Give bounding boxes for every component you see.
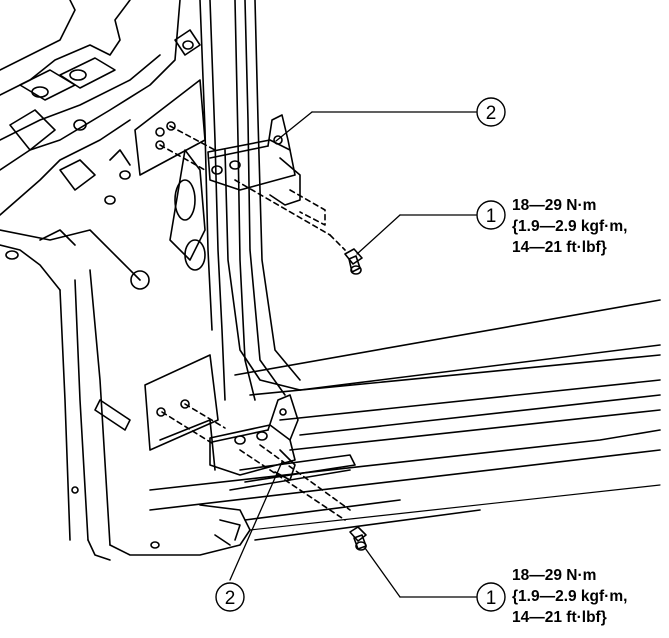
upper-body-structure (0, 0, 201, 291)
callout-lower-hinge: 2 (215, 582, 245, 612)
callout-upper-bolt-number: 1 (486, 206, 497, 227)
torque-spec-upper-ftlbf: 14—21 ft·lbf} (512, 239, 607, 256)
torque-spec-lower-ftlbf: 14—21 ft·lbf} (512, 609, 607, 626)
upper-hinge (207, 114, 346, 251)
a-pillar (59, 0, 301, 546)
torque-spec-upper-nm: 18—29 N·m (512, 197, 597, 214)
callout-upper-hinge: 2 (476, 97, 506, 127)
upper-mounting-holes (155, 121, 216, 171)
lower-bolt (349, 526, 367, 551)
callout-lower-bolt: 1 (476, 582, 506, 612)
leader-lower-bolt-tip (364, 547, 401, 598)
rocker-base (71, 486, 251, 561)
leader-lower-hinge (229, 461, 283, 581)
torque-spec-upper: 18—29 N·m {1.9—2.9 kgf·m, 14—21 ft·lbf} (512, 195, 627, 258)
leader-upper-hinge-tip (275, 111, 313, 142)
callout-lower-hinge-number: 2 (225, 588, 236, 609)
callout-upper-bolt: 1 (476, 200, 506, 230)
torque-spec-lower: 18—29 N·m {1.9—2.9 kgf·m, 14—21 ft·lbf} (512, 565, 627, 628)
leader-upper-bolt-tip (356, 214, 401, 255)
door-opening-sill (149, 149, 661, 541)
lower-hinge (209, 394, 351, 521)
lower-mounting-holes (156, 399, 226, 446)
callout-lower-bolt-number: 1 (486, 588, 497, 609)
torque-spec-upper-kgfm: {1.9—2.9 kgf·m, (512, 218, 628, 235)
callout-upper-hinge-number: 2 (486, 103, 497, 124)
upper-bolt (344, 248, 363, 275)
torque-spec-lower-nm: 18—29 N·m (512, 567, 597, 584)
torque-spec-lower-kgfm: {1.9—2.9 kgf·m, (512, 588, 628, 605)
callout-leaders (229, 111, 477, 598)
